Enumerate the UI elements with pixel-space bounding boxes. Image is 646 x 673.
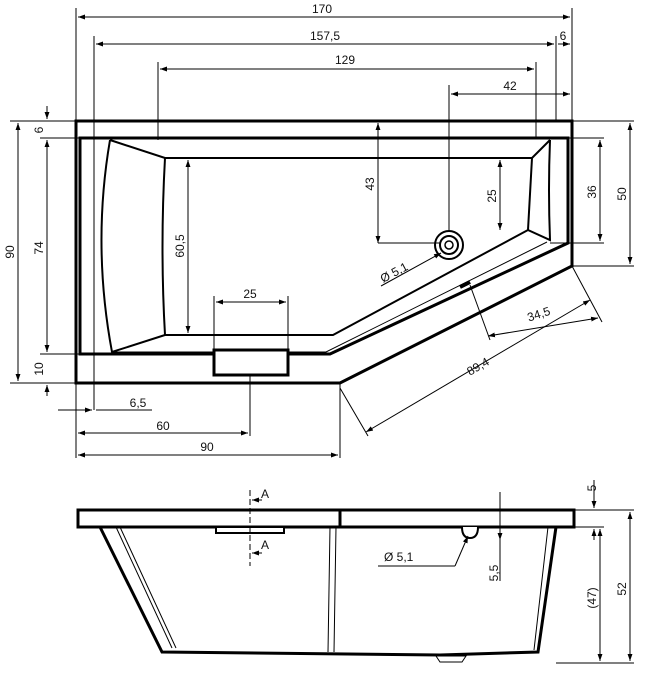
dim-length-129: 129 — [335, 53, 355, 67]
dim-bottom-length: 90 — [200, 440, 214, 454]
side-view: A A Ø 5,1 5 5,5 (47) 52 — [76, 480, 634, 664]
dim-total-height: 52 — [615, 582, 629, 596]
side-dimension-lines — [249, 480, 634, 664]
dim-overflow-width: 25 — [243, 287, 257, 301]
dim-drain-offset: 42 — [503, 79, 517, 93]
dim-headrest-depth: 60,5 — [173, 234, 187, 258]
dim-overflow-pos: 60 — [156, 419, 170, 433]
drain-mid — [439, 235, 459, 255]
tub-outer-outline — [74, 119, 574, 385]
side-rim — [76, 508, 576, 529]
dimension-lines — [15, 14, 633, 458]
dim-drain-height: 5,5 — [487, 564, 501, 581]
dim-inner-height: (47) — [585, 587, 599, 608]
dim-angled-34: 34,5 — [525, 304, 552, 325]
section-label-top: A — [261, 487, 269, 501]
tub-inner-rim — [78, 136, 570, 356]
dim-rim-height: 5 — [585, 484, 599, 491]
side-drain-fitting — [461, 526, 479, 540]
section-label-bottom: A — [261, 538, 269, 552]
dim-overall-depth: 90 — [3, 245, 17, 259]
dim-right-depth-50: 50 — [615, 187, 629, 201]
side-body-inner — [115, 526, 549, 653]
dim-drain-dia: Ø 5,1 — [378, 259, 411, 285]
side-drain-dia: Ø 5,1 — [384, 550, 414, 564]
top-view: 170 157,5 6 129 42 6 90 74 10 43 25 36 5… — [3, 2, 634, 458]
dim-drain-right: 25 — [485, 189, 499, 203]
side-drain-bottom — [435, 655, 467, 663]
dim-top-rim: 6 — [32, 126, 46, 133]
side-body-outline — [98, 526, 558, 657]
side-body-inner2 — [119, 526, 337, 653]
dim-right-depth-36: 36 — [585, 185, 599, 199]
dim-inner-width: 157,5 — [310, 29, 340, 43]
basin-edge — [112, 241, 548, 353]
overflow-box — [212, 348, 290, 377]
dim-angled-89: 89,4 — [464, 354, 492, 378]
dim-inner-depth: 74 — [32, 241, 46, 255]
dim-drain-depth: 43 — [363, 177, 377, 191]
dim-right-rim: 6 — [560, 29, 567, 43]
extension-lines — [10, 8, 634, 458]
drain-mark — [459, 280, 471, 289]
dim-bottom-rim: 10 — [32, 362, 46, 376]
dim-overall-width: 170 — [312, 2, 332, 16]
drain-inner — [444, 240, 454, 250]
dim-left-rim: 6,5 — [130, 396, 147, 410]
